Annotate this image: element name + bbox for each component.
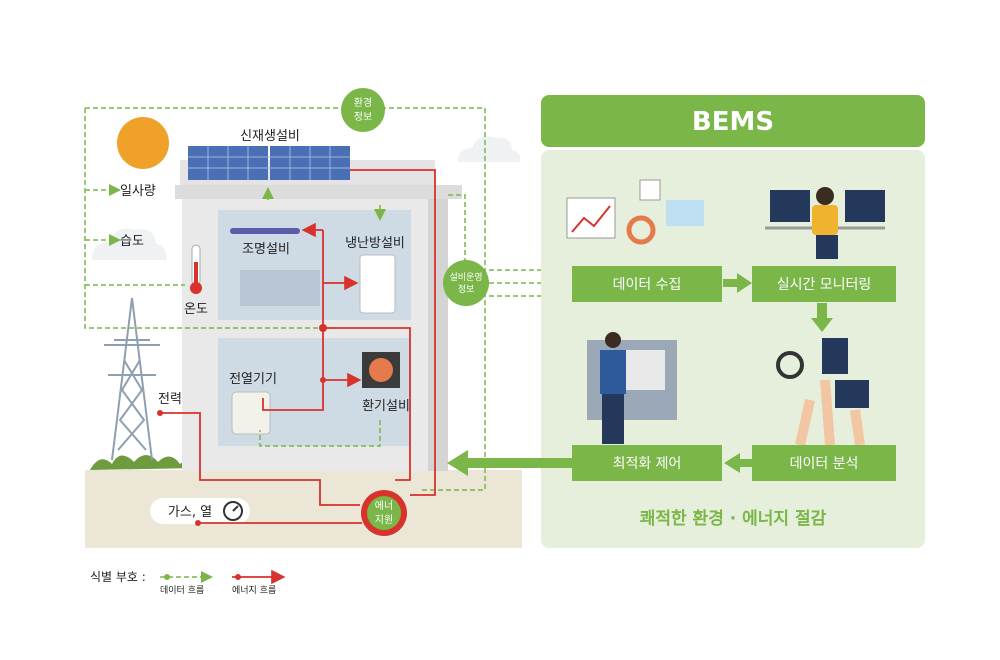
gas-heat-label: 가스, 열 xyxy=(168,505,212,520)
realtime-monitoring-box xyxy=(752,266,896,302)
data-collection-label: 데이터 수집 xyxy=(613,277,682,293)
power-tower-icon xyxy=(104,297,160,461)
renewable-label: 신재생설비 xyxy=(240,129,300,144)
realtime-monitoring-label: 실시간 모니터링 xyxy=(777,277,872,293)
equipment-info-line1: 설비운영 xyxy=(449,272,482,283)
env-info-line2: 정보 xyxy=(354,111,372,123)
data-collection-box xyxy=(572,266,722,302)
env-info-bubble xyxy=(341,88,385,132)
gas-heat-box xyxy=(150,498,250,524)
bems-header xyxy=(541,95,925,147)
desk xyxy=(240,270,320,306)
cloud-icon xyxy=(92,228,167,260)
sun-icon xyxy=(117,117,169,169)
equipment-info-line2: 정보 xyxy=(458,284,475,295)
tablet-icon xyxy=(822,338,848,374)
heater-label: 전열기기 xyxy=(229,372,277,387)
lighting-label: 조명설비 xyxy=(242,242,290,257)
solar-panel-icon xyxy=(188,146,350,180)
legend-label: 식별 부호 : xyxy=(90,570,146,584)
energy-supply-line1: 에너 xyxy=(375,500,393,512)
air-conditioner-icon xyxy=(359,254,396,314)
building-side xyxy=(428,199,448,471)
bems-title: BEMS xyxy=(692,107,774,137)
hvac-label: 냉난방설비 xyxy=(345,236,405,251)
cloud-icon xyxy=(458,136,521,162)
monitor-icon xyxy=(770,190,810,222)
data-analysis-box xyxy=(752,445,896,481)
sunlight-label: 일사량 xyxy=(120,184,156,199)
bar-chart-icon xyxy=(639,179,661,201)
legend-data-flow: 데이터 흐름 xyxy=(160,585,204,596)
magnifier-icon xyxy=(776,351,804,379)
equipment-info-bubble xyxy=(443,260,489,306)
roof xyxy=(175,185,462,199)
data-analysis-label: 데이터 분석 xyxy=(790,456,859,472)
energy-supply-line2: 지원 xyxy=(375,514,393,526)
donut-chart-icon xyxy=(626,215,656,245)
engineer-icon xyxy=(605,332,621,348)
optimal-control-box xyxy=(572,445,722,481)
energy-flow-lines xyxy=(160,169,436,524)
thermometer-icon xyxy=(190,244,202,294)
env-info-line1: 환경 xyxy=(354,96,372,109)
chart-icon xyxy=(566,197,616,239)
temperature-label: 온도 xyxy=(184,302,208,317)
ventilation-label: 환기설비 xyxy=(362,399,410,414)
person-icon xyxy=(816,187,834,205)
monitor-icon xyxy=(845,190,885,222)
light-fixture-icon xyxy=(230,228,300,234)
analysis-chart-icon xyxy=(835,380,869,408)
power-label: 전력 xyxy=(158,392,182,407)
line-chart-icon xyxy=(666,200,704,226)
legend-energy-flow: 에너지 흐름 xyxy=(232,585,276,596)
radiator-icon xyxy=(231,391,271,435)
humidity-label: 습도 xyxy=(120,234,144,249)
tagline: 쾌적한 환경 · 에너지 절감 xyxy=(640,508,827,529)
bushes xyxy=(90,455,200,470)
optimal-control-label: 최적화 제어 xyxy=(613,456,682,472)
